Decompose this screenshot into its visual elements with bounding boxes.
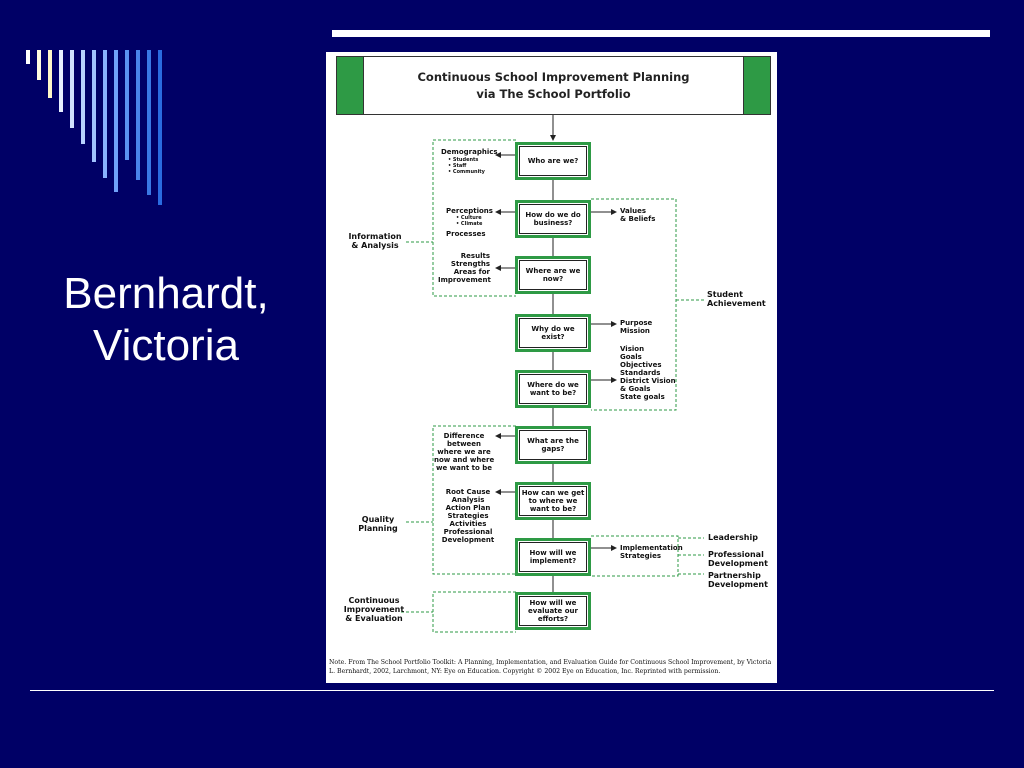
box-how-do-we-do-business: How do we do business?: [515, 200, 591, 238]
box-why-do-we-exist: Why do we exist?: [515, 314, 591, 352]
box-where-are-we-now: Where are we now?: [515, 256, 591, 294]
box-where-do-we-want-to-be: Where do we want to be?: [515, 370, 591, 408]
label-difference: Difference between where we are now and …: [434, 432, 495, 472]
header-green-bar-left: [337, 57, 364, 114]
header-green-bar-right: [743, 57, 770, 114]
label-results: Results Strengths Areas for Improvement: [438, 252, 491, 284]
figure-title-line1: Continuous School Improvement Planning: [417, 70, 690, 84]
label-purpose-mission: Purpose Mission: [620, 319, 653, 335]
group-student-achievement: Student Achievement: [707, 290, 766, 308]
group-continuous-improvement: Continuous Improvement & Evaluation: [343, 596, 405, 623]
figure-title-line2: via The School Portfolio: [476, 87, 631, 101]
group-quality-planning: Quality Planning: [358, 515, 398, 533]
figure-title: Continuous School Improvement Planning v…: [367, 69, 740, 103]
label-root-cause: Root Cause Analysis Action Plan Strategi…: [441, 488, 495, 544]
figure-header: Continuous School Improvement Planning v…: [336, 56, 771, 115]
label-perceptions: Perceptions: [446, 207, 493, 215]
label-implementation-strategies: Implementation Strategies: [620, 544, 683, 560]
label-demographics: Demographics: [441, 148, 498, 156]
label-leadership: Leadership: [708, 533, 758, 542]
box-what-are-the-gaps: What are the gaps?: [515, 426, 591, 464]
figure-note: Note. From The School Portfolio Toolkit:…: [329, 659, 772, 675]
label-professional-development: Professional Development: [708, 550, 768, 568]
top-rule: [332, 30, 990, 37]
label-partnership-development: Partnership Development: [708, 571, 768, 589]
box-how-will-we-evaluate: How will we evaluate our efforts?: [515, 592, 591, 630]
label-vision-goals: Vision Goals Objectives Standards Distri…: [620, 345, 676, 401]
label-demographics-items: • Students • Staff • Community: [448, 157, 485, 175]
label-processes: Processes: [446, 230, 486, 238]
decorative-stripes: [26, 50, 162, 205]
slide-title: Bernhardt, Victoria: [63, 269, 269, 370]
label-values-beliefs: Values & Beliefs: [620, 207, 656, 223]
bottom-rule: [30, 690, 994, 691]
box-how-will-we-implement: How will we implement?: [515, 538, 591, 576]
box-who-are-we: Who are we?: [515, 142, 591, 180]
flowchart-figure: Continuous School Improvement Planning v…: [326, 52, 777, 683]
label-perceptions-items: • Culture • Climate: [456, 215, 483, 227]
flowchart-connectors: [401, 115, 704, 633]
box-how-can-we-get-there: How can we get to where we want to be?: [515, 482, 591, 520]
group-information-analysis: Information & Analysis: [348, 232, 402, 250]
